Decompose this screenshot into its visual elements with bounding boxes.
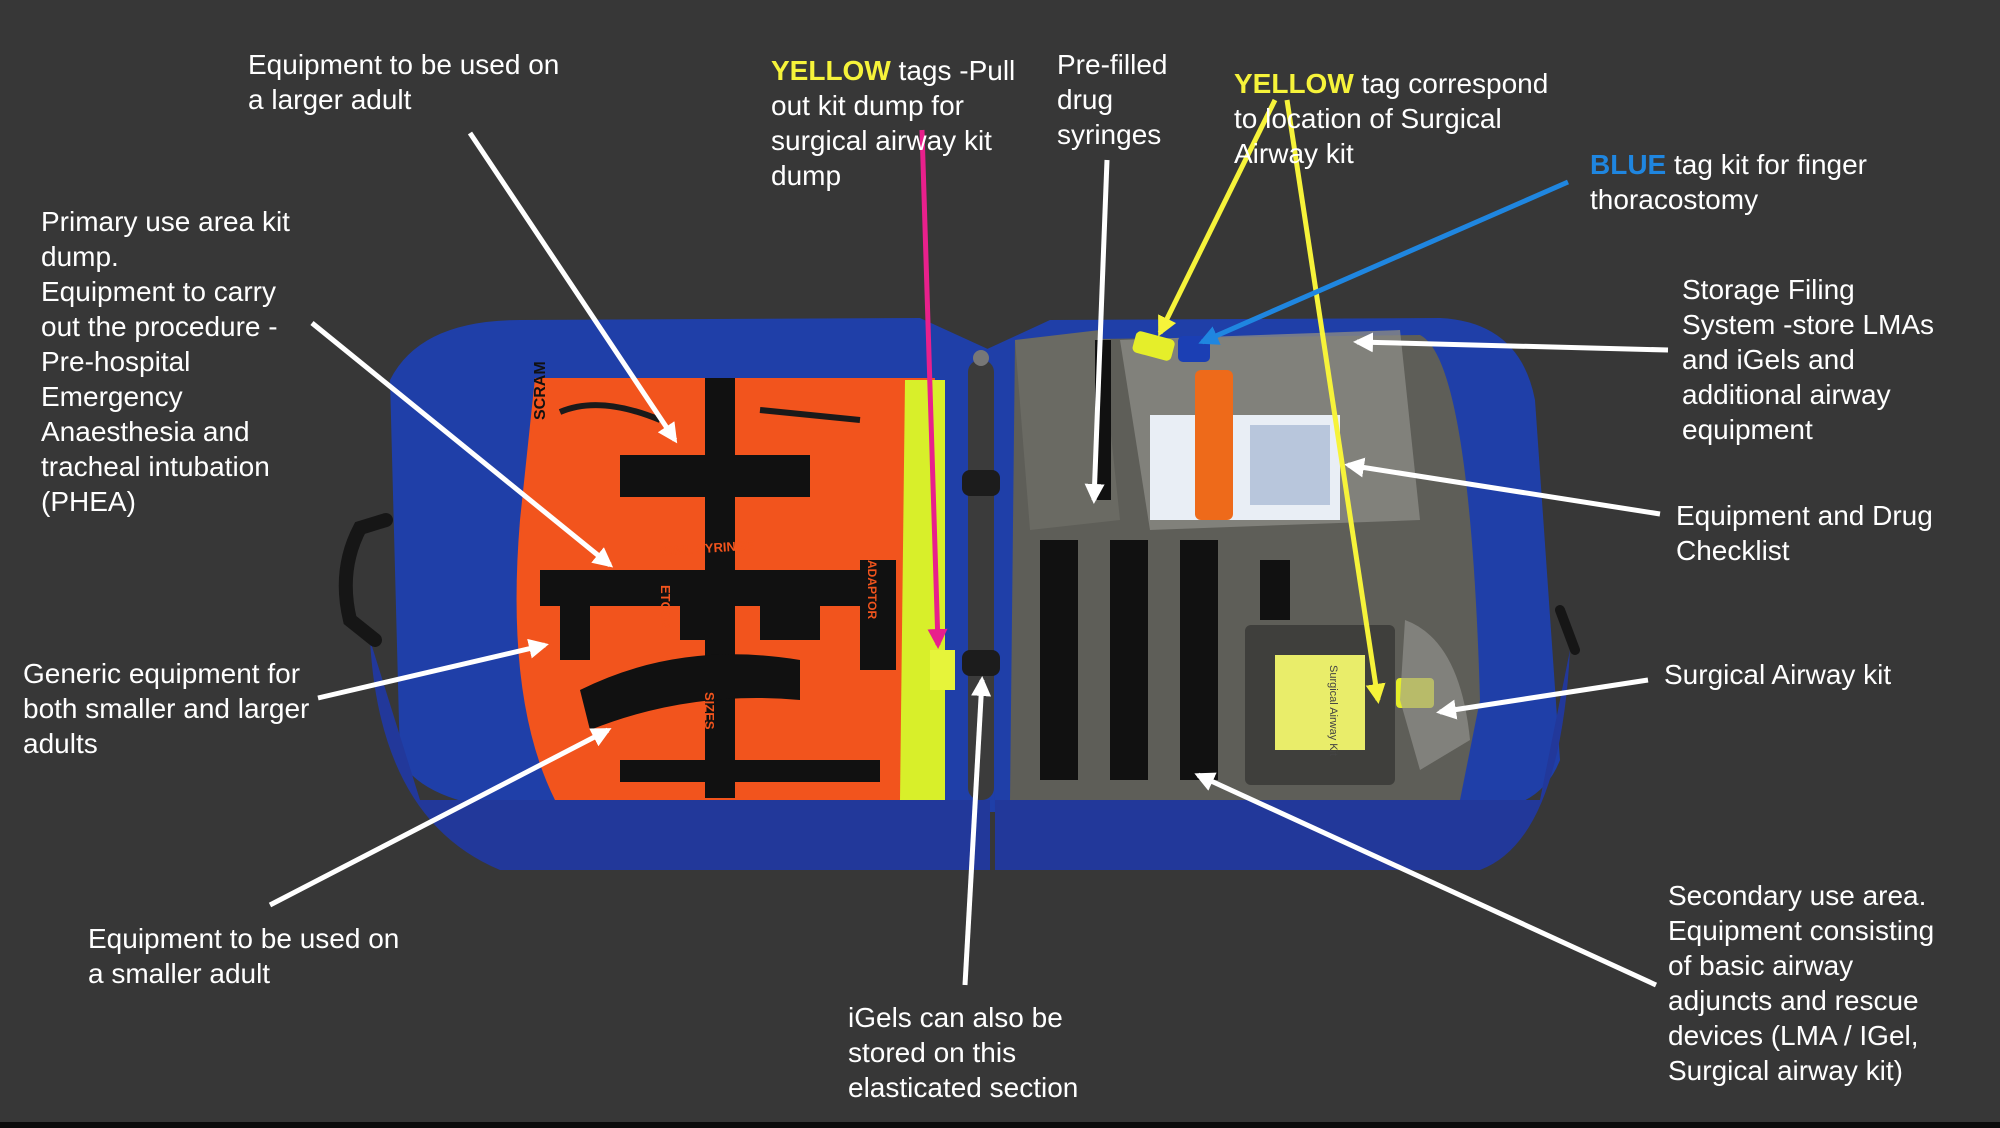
arrow-storage-filing	[1353, 332, 1669, 353]
elastic-loop-strip	[1260, 560, 1290, 620]
arrow-surgical-airway	[1436, 677, 1649, 720]
strap	[620, 455, 810, 497]
handle	[1555, 605, 1580, 655]
etco2-strap-text: ETCO2	[658, 585, 673, 628]
label-primary-use-area: Primary use area kit dump. Equipment to …	[41, 206, 290, 517]
arrow-larger-adult	[467, 131, 678, 444]
label-equipment-checklist: Equipment and Drug Checklist	[1676, 500, 1933, 566]
label-yellow-tags-kit-dump: YELLOW tags -Pull out kit dump for surgi…	[771, 18, 1051, 193]
elastic-loop-strip	[1040, 540, 1078, 780]
orange-kit-dump-panel: SCRAM 20ML SYRINGE ETCO2 ADAPTOR SIZES	[516, 361, 955, 800]
yellow-tag-text: tag correspond to location of Surgical A…	[1234, 68, 1549, 169]
blue-tag-text: tag kit for finger thoracostomy	[1590, 149, 1867, 215]
yellow-tag-top	[1132, 331, 1175, 361]
label-smaller-adult: Equipment to be used on a smaller adult	[88, 923, 400, 989]
orange-pull-tab	[1195, 370, 1233, 520]
scram-logo-text: SCRAM	[532, 361, 549, 420]
elastic-loop-strip	[1180, 540, 1218, 780]
handle	[338, 513, 393, 647]
yellow-tags-text: tags -Pull out kit dump for surgical air…	[771, 55, 1016, 191]
label-larger-adult: Equipment to be used on a larger adult	[248, 49, 560, 115]
label-secondary-use-area: Secondary use area. Equipment consisting…	[1668, 880, 1935, 1086]
label-igels-elasticated: iGels can also be stored on this elastic…	[848, 1002, 1079, 1103]
arrow-prefilled-syringes	[1084, 159, 1110, 504]
label-prefilled-syringes: Pre-filled drug syringes	[1057, 49, 1168, 150]
arrow-smaller-adult	[268, 727, 612, 908]
label-storage-filing: Storage Filing System -store LMAs and iG…	[1682, 274, 1935, 445]
arrow-yellow-tags-pink	[919, 129, 948, 649]
elastic-loop-strip	[1110, 540, 1148, 780]
sizes-strap-text: SIZES	[702, 692, 717, 730]
arrow-igels-elasticated	[962, 676, 992, 986]
arrow-secondary-use	[1194, 772, 1658, 988]
label-generic-equipment: Generic equipment for both smaller and l…	[23, 658, 310, 759]
label-surgical-airway-kit: Surgical Airway kit	[1664, 659, 1892, 690]
yellow-keyword: YELLOW	[1234, 68, 1354, 99]
yellow-keyword: YELLOW	[771, 55, 891, 86]
label-blue-tag: BLUE tag kit for finger thoracostomy	[1590, 112, 1940, 217]
arrow-yellow-tag-top	[1157, 98, 1278, 337]
arrow-yellow-tag-kit	[1284, 99, 1386, 704]
arrow-checklist	[1344, 457, 1661, 517]
syringe-strap-text: 20ML SYRINGE	[659, 537, 755, 559]
strap	[620, 760, 880, 782]
strap	[560, 600, 590, 660]
arrow-primary-use	[310, 321, 614, 568]
strap	[760, 575, 820, 640]
strap	[860, 560, 896, 670]
label-yellow-tag-surgical: YELLOW tag correspond to location of Sur…	[1234, 31, 1584, 171]
strap	[580, 654, 800, 730]
surgical-airway-card-text: Surgical Airway Kit	[1327, 665, 1339, 756]
annotation-arrows	[268, 98, 1669, 988]
arrow-blue-tag	[1198, 179, 1570, 345]
strap	[680, 575, 730, 640]
blue-keyword: BLUE	[1590, 149, 1667, 180]
adaptor-strap-text: ADAPTOR	[865, 560, 879, 619]
arrow-generic-equipment	[317, 638, 549, 701]
bottom-border	[0, 1122, 2000, 1128]
